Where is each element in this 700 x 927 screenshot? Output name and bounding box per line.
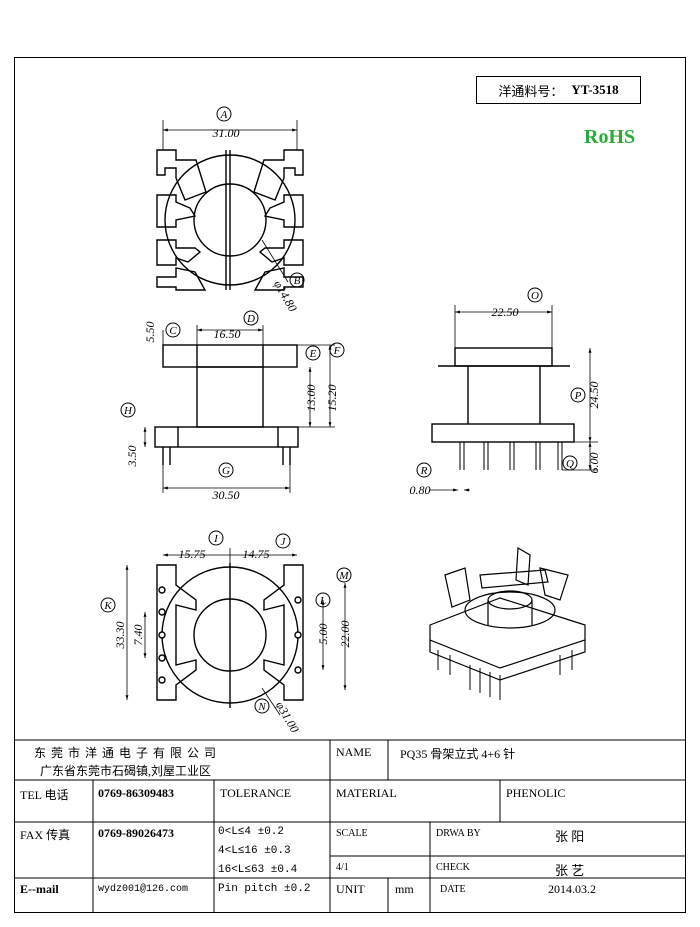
isometric-view [429,546,586,700]
rohs-mark: RoHS [584,126,636,148]
svg-text:A: A [220,109,228,121]
dim-o-value: 22.50 [492,305,519,319]
label-d: D [243,310,259,326]
svg-text:O: O [531,290,539,302]
label-o: O [527,287,543,303]
fax-label: FAX 传真 [20,828,71,842]
svg-text:J: J [281,536,287,548]
dim-i-value: 15.75 [179,547,206,561]
company-name: 东 莞 市 洋 通 电 子 有 限 公 司 [34,746,218,760]
tolerance-row-3: 16<L≤63 ±0.4 [218,864,298,876]
scale-label: SCALE [336,828,368,839]
label-m: M [336,567,352,583]
dim-l-value: 5.00 [316,624,330,645]
part-number-box: 洋通料号： YT-3518 [476,76,641,104]
title-block-grid [14,739,686,913]
label-g: G [218,462,234,478]
label-c: C [165,322,181,338]
svg-text:E: E [309,348,317,360]
dim-d-value: 16.50 [214,327,241,341]
check-value: 张 艺 [555,863,585,878]
label-r: R [416,462,432,478]
dim-e-value: 13.00 [304,385,318,412]
svg-text:R: R [420,465,428,477]
label-p: P [570,387,586,403]
dim-n-value: φ31.00 [273,699,302,735]
email-label: E--mail [20,882,59,896]
dim-g-value: 30.50 [212,488,240,502]
tolerance-label: TOLERANCE [220,786,292,800]
label-n: N [254,698,270,714]
svg-text:M: M [338,570,349,582]
label-k: K [100,597,116,613]
tolerance-row-1: 0<L≤4 ±0.2 [218,826,285,838]
name-value: PQ35 骨架立式 4+6 针 [400,747,516,761]
tel-value: 0769-86309483 [98,786,174,800]
top-view [156,120,304,291]
date-label: DATE [440,884,466,895]
scale-value: 4/1 [336,862,349,873]
side-view [430,305,598,492]
unit-value: mm [395,882,414,896]
svg-text:Q: Q [566,458,574,470]
svg-text:G: G [222,465,230,477]
label-l: L [315,592,331,608]
label-b: B [289,272,305,288]
dim-c-value: 5.50 [143,322,157,343]
label-f: F [329,342,345,358]
label-a: A [216,106,232,122]
material-label: MATERIAL [336,786,397,800]
dim-r-value: 0.80 [410,483,431,497]
dim-h-value: 3.50 [125,446,139,468]
dim-k2-value: 7.40 [131,625,145,646]
svg-text:B: B [294,275,301,287]
dim-a-value: 31.00 [212,126,240,140]
drawby-label: DRWA BY [436,828,481,839]
dim-j-value: 14.75 [243,547,270,561]
fax-value: 0769-89026473 [98,826,174,840]
svg-text:F: F [333,345,341,357]
svg-text:D: D [246,313,255,325]
name-label: NAME [336,745,372,759]
part-number-value: YT-3518 [571,82,619,97]
dim-f-value: 15.20 [325,385,339,412]
label-h: H [120,402,136,418]
dim-m-value: 22.00 [338,621,352,648]
label-q: Q [562,455,578,471]
part-number-label: 洋通料号： [498,83,564,99]
label-i: I [208,530,224,546]
check-label: CHECK [436,862,470,873]
svg-text:C: C [169,325,177,337]
tel-label: TEL 电话 [20,788,69,802]
svg-text:I: I [213,533,219,545]
svg-text:P: P [574,390,582,402]
svg-text:K: K [103,600,112,612]
material-value: PHENOLIC [506,786,566,800]
tolerance-row-2: 4<L≤16 ±0.3 [218,845,291,857]
label-e: E [305,345,321,361]
tolerance-row-4: Pin pitch ±0.2 [218,883,311,895]
unit-label: UNIT [336,882,365,896]
dim-k-value: 33.30 [113,622,127,650]
label-j: J [275,533,291,549]
svg-text:L: L [319,595,326,607]
email-value: wydz001@126.com [98,884,189,895]
svg-text:N: N [257,701,266,713]
svg-text:H: H [123,405,133,417]
company-address: 广东省东莞市石碣镇,刘屋工业区 [40,764,212,778]
bottom-view [125,548,347,716]
drawing-sheet [14,57,686,913]
front-view [143,325,335,493]
dim-q-value: 6.00 [587,453,601,474]
date-value: 2014.03.2 [548,882,596,896]
drawby-value: 张 阳 [555,829,585,844]
dim-p-value: 24.50 [587,382,601,409]
